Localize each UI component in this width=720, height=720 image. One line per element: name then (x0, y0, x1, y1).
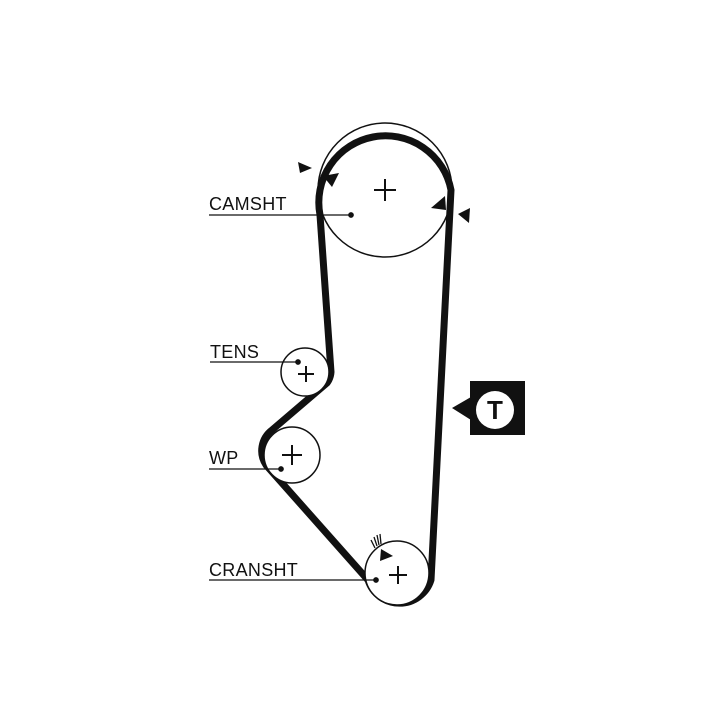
label-crankshaft: CRANSHT (209, 560, 299, 580)
label-water-pump: WP (209, 448, 239, 468)
crankshaft-pulley (364, 540, 430, 606)
timing-mark-icon (458, 208, 470, 223)
label-tensioner: TENS (210, 342, 260, 362)
center-cross-icon (389, 566, 407, 584)
water-pump-pulley (263, 426, 321, 484)
tensioner-pulley (280, 347, 330, 397)
label-camshaft: CAMSHT (209, 194, 287, 214)
timing-belt (258, 132, 455, 607)
tensioner-letter: T (476, 391, 514, 429)
timing-mark-icon (323, 173, 339, 187)
center-cross-icon (282, 445, 302, 465)
crank-timing-mark (370, 533, 382, 549)
leader-lines (209, 212, 379, 583)
center-cross-icon (374, 179, 396, 201)
camshaft-pulley (317, 122, 453, 258)
timing-mark-icon (298, 162, 312, 173)
center-cross-icon (298, 366, 314, 382)
timing-mark-icon (431, 196, 446, 210)
timing-mark-icon (380, 549, 393, 561)
